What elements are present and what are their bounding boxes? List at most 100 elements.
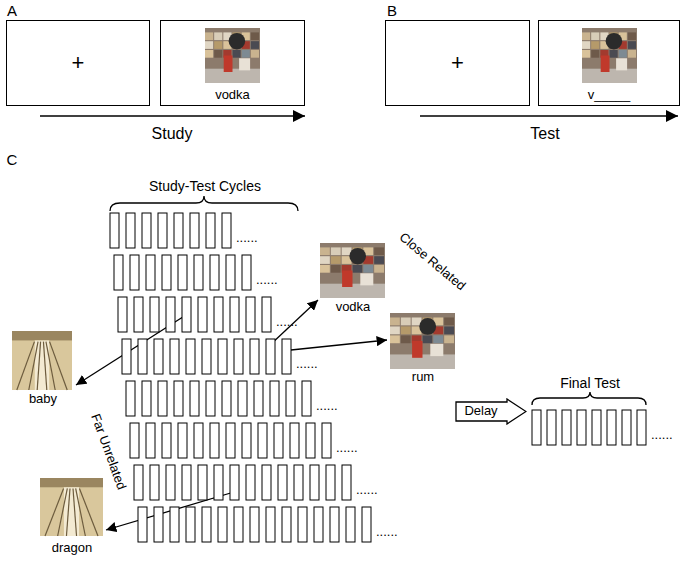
trial-box [194,423,203,458]
trial-box [126,213,135,248]
node-text: vodka [336,300,371,315]
shelf-item [390,326,400,334]
shelf-item [320,256,330,264]
picture-word-card: vodka [318,241,388,317]
escalator-picture [12,331,72,390]
trial-box [142,213,151,248]
picture-ground [582,28,637,83]
trial-box [262,465,271,500]
trial-box [134,297,143,332]
trial-box [314,507,323,542]
leader-arrow [291,340,387,350]
shelf-item [628,41,636,49]
trial-box [222,213,231,248]
trial-box [158,381,167,416]
trial-box [178,255,187,290]
picture-ground [12,331,72,390]
trial-row [532,410,646,445]
shelf-item [591,41,599,49]
trial-box [218,507,227,542]
block-arrow-shape [456,399,526,424]
trial-box [346,507,355,542]
trial-box [234,507,243,542]
ceiling [12,331,72,340]
shelf-item [331,256,341,264]
escalator-rail [37,342,40,390]
escalator-rail [17,342,35,390]
shelf-item [444,335,454,343]
trial-box [226,255,235,290]
timeline-arrow [420,115,678,117]
shelf-item [251,41,259,49]
trial-box [150,465,159,500]
node-text: baby [29,392,57,407]
section-label: Final Test [560,375,620,391]
trial-box [254,381,263,416]
continuation-dots: ...... [356,483,378,498]
trial-box [607,410,616,445]
trial-box [266,339,275,374]
trial-box [262,297,271,332]
trial-box [230,297,239,332]
trial-box [182,297,191,332]
red-stack [342,271,352,288]
escalator-rail [66,488,70,536]
trial-box [250,507,259,542]
escalator-rail [46,342,55,390]
picture-word-card: dragon [38,478,106,558]
trial-box [182,465,191,500]
phase-label: Study [152,125,193,143]
continuation-dots: ...... [651,428,673,443]
continuation-dots: ...... [316,399,338,414]
shelf-item [628,50,636,58]
trial-box [178,423,187,458]
trial-box [142,381,151,416]
trial-box [110,213,119,248]
picture-word-card: rum [388,311,458,387]
trial-box [202,507,211,542]
shelf-item [610,50,618,58]
cart [616,58,627,70]
shelf-item [401,326,411,334]
trial-box [214,465,223,500]
round-sign [229,33,246,50]
trial-row [126,381,311,416]
trial-box [234,339,243,374]
round-sign [606,33,623,50]
trial-box [622,410,631,445]
trial-box [230,465,239,500]
trial-rows [110,213,646,542]
cart [430,344,443,356]
trial-box [592,410,601,445]
escalator-rail [76,488,86,536]
trial-box [118,297,127,332]
shelf-item [331,247,341,255]
trial-box [547,410,556,445]
red-stack [224,56,233,73]
trial-box [202,339,211,374]
shelf-item [401,335,411,343]
trial-box [562,410,571,445]
trial-row [138,507,371,542]
shelf-item [591,50,599,58]
trial-box [122,339,131,374]
trial-box [210,423,219,458]
shelf-item [444,326,454,334]
trial-box [326,465,335,500]
round-sign [349,248,366,265]
trial-box [246,465,255,500]
shelf-item [205,41,213,49]
continuation-dots: ...... [276,315,298,330]
trial-box [282,339,291,374]
trial-box [298,507,307,542]
trial-box [150,297,159,332]
trial-box [198,297,207,332]
panel-letter: B [387,2,397,19]
shelf-item [591,32,599,40]
shelf-item [251,50,259,58]
trial-box [210,255,219,290]
panel-letter: C [7,151,18,168]
trial-row [130,423,331,458]
shelf-item [390,335,400,343]
